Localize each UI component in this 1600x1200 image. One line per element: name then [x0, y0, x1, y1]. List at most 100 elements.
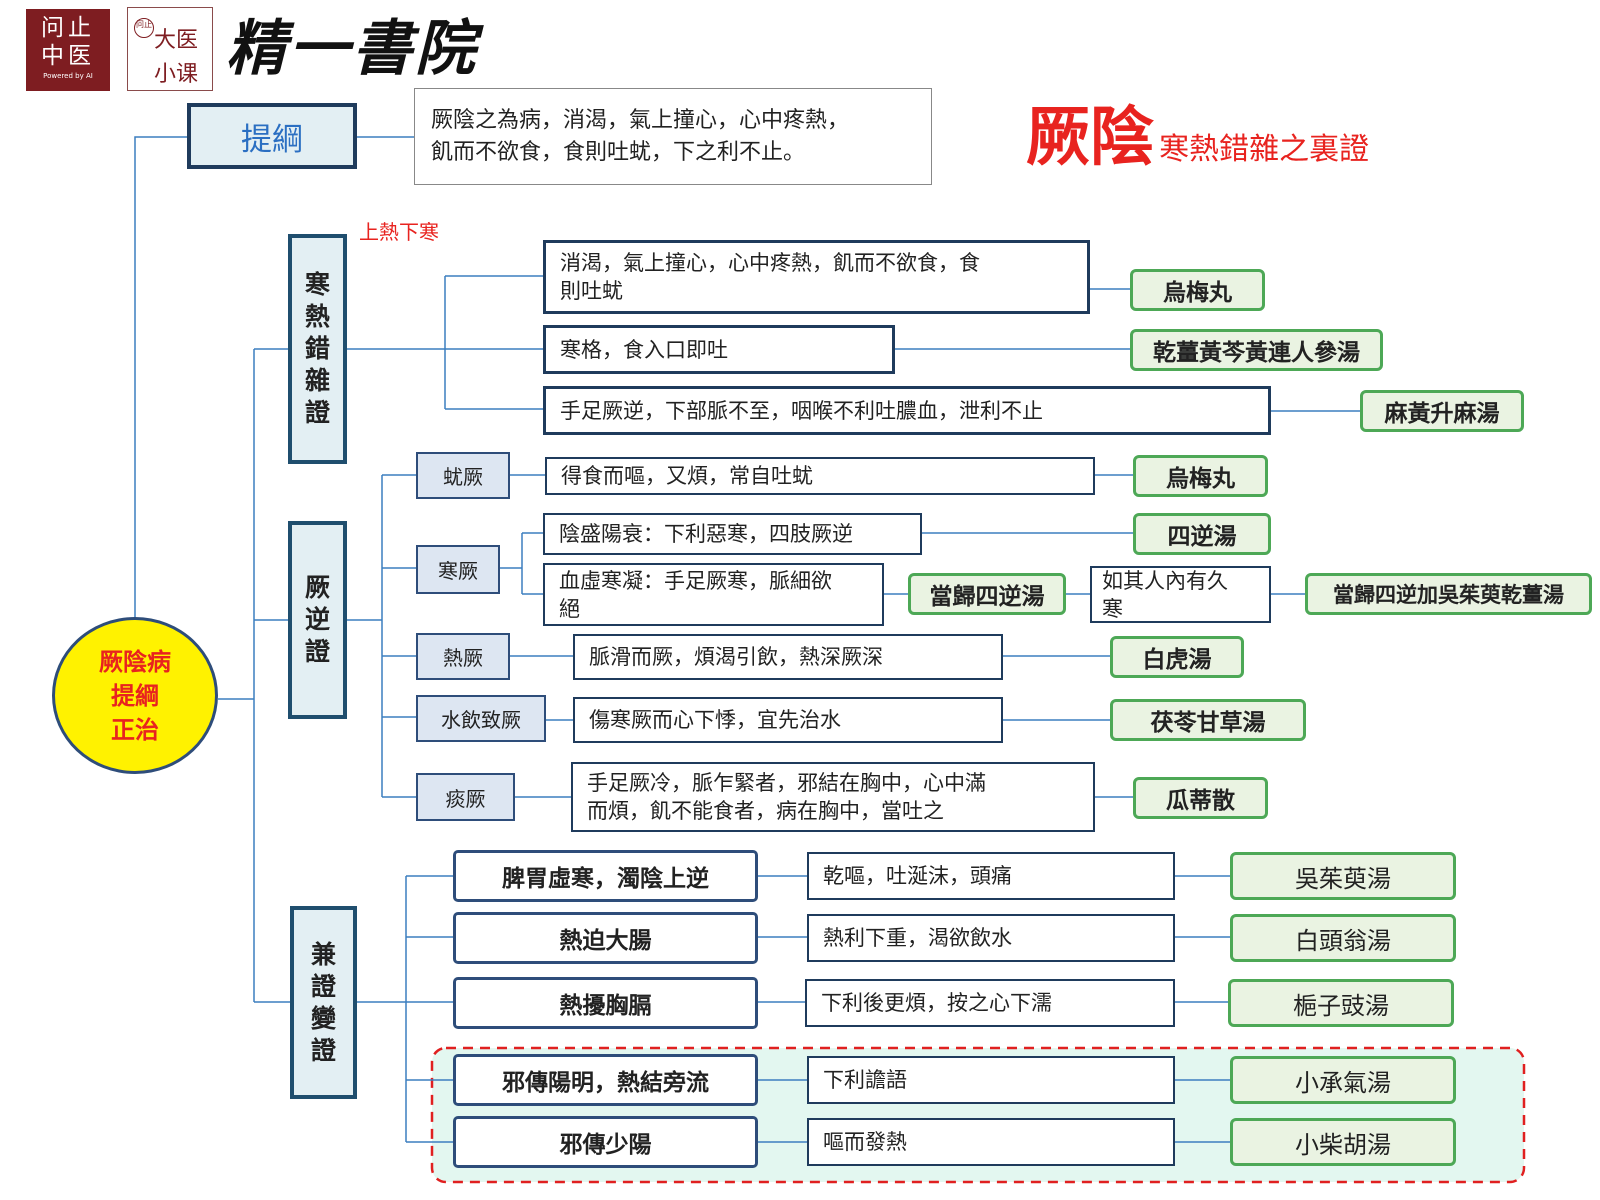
page-title: 厥陰 寒熱錯雜之裏證	[1026, 98, 1369, 178]
section1-label-text: 寒熱錯雜證	[304, 270, 330, 427]
hanjue-desc-2: 血虛寒凝：手足厥寒，脈細欲 絕	[543, 563, 884, 626]
s1-desc-2: 寒格，食入口即吐	[543, 325, 895, 374]
outline-text-box: 厥陰之為病，消渴，氣上撞心，心中疼熱， 飢而不欲食，食則吐蚘，下之利不止。	[414, 88, 932, 185]
s1-desc-1: 消渴，氣上撞心，心中疼熱，飢而不欲食，食 則吐蚘	[543, 240, 1090, 314]
s3-name-3: 熱擾胸膈	[453, 977, 758, 1029]
s3-name-4: 邪傳陽明，熱結旁流	[453, 1054, 758, 1106]
s3-name-1: 脾胃虛寒，濁陰上逆	[453, 850, 758, 902]
s3-rx-4: 小承氣湯	[1230, 1056, 1456, 1104]
title-main: 厥陰	[1026, 101, 1154, 175]
hanjue-rx-2: 當歸四逆湯	[908, 573, 1066, 615]
section-complications-label: 兼證變證	[290, 906, 357, 1099]
s3-desc-3: 下利後更煩，按之心下濡	[805, 979, 1175, 1027]
s3-name-2-text: 熱迫大腸	[559, 928, 652, 954]
logo2-line2: 小课	[154, 62, 199, 87]
section3-label-text: 兼證變證	[310, 939, 336, 1065]
s3-rx-3: 梔子豉湯	[1228, 979, 1454, 1027]
s1-rx-1-text: 烏梅丸	[1163, 280, 1232, 306]
s1-rx-2-text: 乾薑黃芩黃連人參湯	[1153, 340, 1360, 366]
hanjue-rx-2-text: 當歸四逆湯	[929, 584, 1045, 610]
s3-desc-1-text: 乾嘔，吐涎沫，頭痛	[823, 864, 1012, 888]
s3-desc-3-text: 下利後更煩，按之心下濡	[821, 991, 1052, 1015]
logo1-line2: 中医	[41, 43, 95, 69]
hanjue-condition-text: 如其人內有久 寒	[1102, 568, 1228, 621]
huijue-label-text: 蚘厥	[443, 465, 483, 489]
s3-rx-2: 白頭翁湯	[1230, 914, 1456, 962]
s1-rx-2: 乾薑黃芩黃連人參湯	[1130, 329, 1383, 371]
s3-desc-2: 熱利下重，渴欲飲水	[807, 914, 1175, 962]
hanjue-rx-3-text: 當歸四逆加吳茱萸乾薑湯	[1333, 583, 1564, 607]
hanjue-desc-2-text: 血虛寒凝：手足厥寒，脈細欲 絕	[559, 568, 832, 621]
s3-desc-5-text: 嘔而發熱	[823, 1130, 907, 1154]
root-line2: 提綱	[111, 681, 159, 710]
s3-desc-4-text: 下利譫語	[823, 1068, 907, 1092]
s3-desc-4: 下利譫語	[807, 1056, 1175, 1104]
outline-label: 提綱	[187, 103, 357, 169]
hanjue-rx-1-text: 四逆湯	[1167, 524, 1237, 550]
logo1-line1: 问止	[41, 15, 95, 41]
shuiyin-rx-text: 茯苓甘草湯	[1150, 710, 1266, 736]
s3-rx-5-text: 小柴胡湯	[1295, 1130, 1391, 1159]
outline-label-text: 提綱	[241, 121, 303, 158]
s3-desc-5: 嘔而發熱	[807, 1118, 1175, 1166]
shuiyin-label-text: 水飲致厥	[441, 708, 521, 732]
title-sub: 寒熱錯雜之裏證	[1159, 132, 1370, 167]
seal-logo: 问止	[134, 18, 154, 38]
s3-name-5: 邪傳少陽	[453, 1116, 758, 1168]
shuiyin-rx: 茯苓甘草湯	[1110, 699, 1306, 741]
calligraphy-logo: 精一書院	[226, 14, 478, 84]
seal-text: 问止	[136, 20, 152, 29]
s1-desc-2-text: 寒格，食入口即吐	[560, 337, 728, 362]
hanjue-desc-1: 陰盛陽衰：下利惡寒，四肢厥逆	[543, 513, 922, 555]
rejue-rx: 白虎湯	[1110, 636, 1244, 678]
root-node: 厥陰病 提綱 正治	[52, 617, 218, 774]
s3-rx-2-text: 白頭翁湯	[1295, 926, 1391, 955]
hanjue-label: 寒厥	[416, 545, 500, 594]
s3-desc-2-text: 熱利下重，渴欲飲水	[823, 926, 1012, 950]
rejue-desc: 脈滑而厥，煩渴引飲，熱深厥深	[573, 634, 1003, 680]
s3-rx-1: 吳茱萸湯	[1230, 852, 1456, 900]
s3-rx-5: 小柴胡湯	[1230, 1118, 1456, 1166]
tanjue-desc: 手足厥冷，脈乍緊者，邪結在胸中，心中滿 而煩，飢不能食者，病在胸中，當吐之	[571, 762, 1095, 832]
daxiao-logo: 问止 大医 小课	[127, 7, 213, 91]
section1-note: 上熱下寒	[359, 220, 439, 244]
hanjue-desc-1-text: 陰盛陽衰：下利惡寒，四肢厥逆	[559, 522, 853, 546]
tanjue-rx-text: 瓜蒂散	[1166, 788, 1235, 814]
huijue-desc: 得食而嘔，又煩，常自吐蚘	[545, 457, 1095, 495]
tanjue-rx: 瓜蒂散	[1133, 777, 1268, 819]
s1-desc-3: 手足厥逆，下部脈不至，咽喉不利吐膿血，泄利不止	[543, 386, 1271, 435]
huijue-rx-text: 烏梅丸	[1166, 466, 1235, 492]
hanjue-rx-3: 當歸四逆加吳茱萸乾薑湯	[1305, 573, 1592, 615]
shuiyin-desc: 傷寒厥而心下悸，宜先治水	[573, 697, 1003, 743]
rejue-label: 熱厥	[416, 633, 510, 680]
section-jueni-label: 厥逆證	[288, 521, 347, 719]
logo1-small: Powered by AI	[43, 72, 93, 80]
huijue-label: 蚘厥	[416, 452, 510, 499]
rejue-label-text: 熱厥	[443, 646, 483, 670]
rejue-desc-text: 脈滑而厥，煩渴引飲，熱深厥深	[589, 645, 883, 669]
s3-desc-1: 乾嘔，吐涎沫，頭痛	[807, 852, 1175, 900]
shuiyin-label: 水飲致厥	[416, 695, 546, 742]
shuiyin-desc-text: 傷寒厥而心下悸，宜先治水	[589, 708, 841, 732]
s3-name-3-text: 熱擾胸膈	[559, 993, 652, 1019]
outline-text: 厥陰之為病，消渴，氣上撞心，心中疼熱， 飢而不欲食，食則吐蚘，下之利不止。	[431, 107, 850, 165]
tanjue-label: 痰厥	[416, 773, 515, 821]
wenzhi-logo: 问止 中医 Powered by AI	[26, 9, 110, 91]
root-line1: 厥陰病	[99, 647, 171, 676]
rejue-rx-text: 白虎湯	[1142, 647, 1212, 673]
s3-rx-1-text: 吳茱萸湯	[1295, 864, 1391, 893]
huijue-rx: 烏梅丸	[1133, 455, 1268, 497]
s1-rx-3: 麻黃升麻湯	[1360, 390, 1524, 432]
s3-rx-4-text: 小承氣湯	[1295, 1068, 1391, 1097]
hanjue-rx-1: 四逆湯	[1133, 513, 1271, 555]
hanjue-condition: 如其人內有久 寒	[1090, 566, 1271, 623]
huijue-desc-text: 得食而嘔，又煩，常自吐蚘	[561, 464, 813, 488]
hanjue-label-text: 寒厥	[438, 559, 478, 583]
tanjue-label-text: 痰厥	[445, 786, 486, 811]
s3-name-4-text: 邪傳陽明，熱結旁流	[502, 1070, 709, 1096]
logo2-line1: 大医	[154, 28, 199, 53]
section2-label-text: 厥逆證	[304, 573, 330, 666]
s3-name-5-text: 邪傳少陽	[559, 1132, 652, 1158]
s1-rx-1: 烏梅丸	[1130, 269, 1265, 311]
tanjue-desc-text: 手足厥冷，脈乍緊者，邪結在胸中，心中滿 而煩，飢不能食者，病在胸中，當吐之	[587, 771, 986, 823]
